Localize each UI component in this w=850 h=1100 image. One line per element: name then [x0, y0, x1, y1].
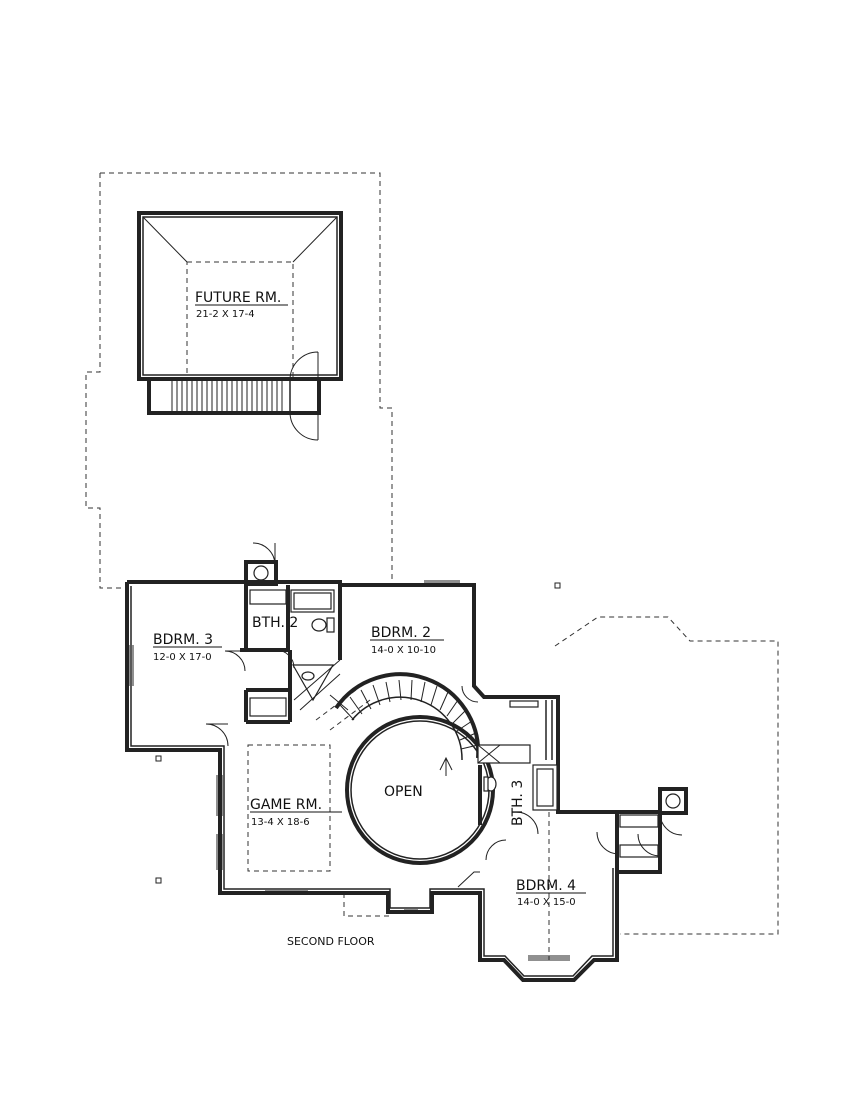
bath2-fixtures — [244, 542, 371, 731]
bdrm4-label: BDRM. 4 14-0 X 15-0 — [516, 878, 586, 908]
marker — [155, 755, 162, 762]
future-stair-treads — [171, 381, 283, 411]
bdrm2-label: BDRM. 2 14-0 X 10-10 — [370, 625, 444, 656]
room-name: BDRM. 2 — [371, 625, 431, 641]
game-room-label: GAME RM. 13-4 X 18-6 — [250, 797, 342, 828]
roof-outline-upper — [85, 172, 393, 589]
marker — [155, 877, 162, 884]
room-name: BTH. 2 — [252, 615, 298, 631]
roof-outline-right — [554, 616, 779, 935]
bath3-label: BTH. 3 — [510, 780, 526, 826]
room-size: 12-0 X 17-0 — [153, 652, 212, 663]
floor-caption: SECOND FLOOR — [287, 935, 375, 948]
room-size: 14-0 X 15-0 — [517, 897, 576, 908]
roof-outline-bay — [343, 893, 390, 917]
main-inner-wall-line — [130, 586, 614, 977]
bdrm4-walls — [528, 787, 688, 961]
room-name: BDRM. 3 — [153, 632, 213, 648]
room-name: OPEN — [384, 784, 423, 800]
future-room-label: FUTURE RM. 21-2 X 17-4 — [195, 290, 288, 320]
room-size: 21-2 X 17-4 — [196, 309, 255, 320]
main-outer-wall — [125, 580, 662, 982]
room-size: 13-4 X 18-6 — [251, 817, 310, 828]
game-room — [216, 744, 480, 911]
room-name: BDRM. 4 — [516, 878, 576, 894]
bdrm2-walls — [424, 580, 553, 760]
marker — [554, 582, 561, 589]
bath3-fixtures — [477, 744, 558, 861]
spiral-stair — [334, 672, 495, 865]
room-name: GAME RM. — [250, 797, 322, 813]
bdrm3-label: BDRM. 3 12-0 X 17-0 — [153, 632, 222, 663]
room-size: 14-0 X 10-10 — [371, 645, 436, 656]
room-name: BTH. 3 — [510, 780, 526, 826]
bdrm3-walls — [128, 585, 292, 747]
bath2-label: BTH. 2 — [252, 615, 298, 631]
open-label: OPEN — [384, 784, 423, 800]
room-name: FUTURE RM. — [195, 290, 281, 306]
future-room — [137, 211, 343, 441]
